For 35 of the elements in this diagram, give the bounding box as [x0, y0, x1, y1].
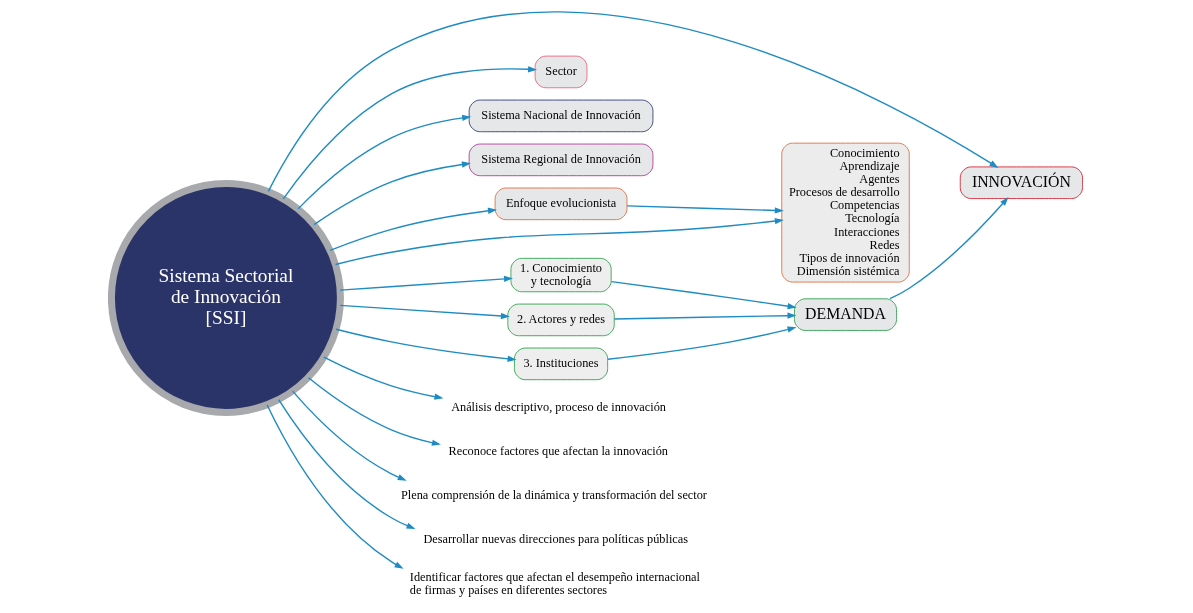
node-box: 2. Actores y redes [506, 303, 615, 337]
arrow [328, 207, 497, 252]
node-text: Reconoce factores que afectan la innovación [447, 444, 668, 459]
node-text: Desarrollar nuevas direcciones para políticas públicas [422, 531, 688, 546]
node-box: Sistema Regional de Innovación [468, 143, 653, 177]
arrow [334, 218, 784, 266]
node-box: DEMANDA [793, 298, 897, 331]
arrow [888, 196, 1009, 300]
node-box: 3. Instituciones [513, 347, 608, 381]
arrow [610, 280, 797, 310]
arrow [338, 275, 513, 291]
arrow [334, 328, 516, 362]
arrow [277, 398, 415, 530]
arrow [282, 66, 537, 200]
node-circle: Sistema Sectorial de Innovación [SSI] [107, 179, 344, 416]
arrow [312, 161, 471, 226]
node-box: 1. Conocimiento y tecnología [510, 257, 612, 293]
node-box: Conocimiento Aprendizaje Agentes Procesos de desarrollo Competencias Tecnología Interacciones Redes Tipos de innovación Dimensión sistémica [780, 142, 910, 283]
node-box: Sector [534, 55, 587, 89]
node-text: Identificar factores que afectan el desempeño internacional de firmas y países en diferentes sectores [409, 570, 700, 598]
arrow [613, 312, 796, 320]
node-text: Plena comprensión de la dinámica y transformación del sector [400, 488, 707, 503]
arrow [307, 377, 441, 446]
arrow [606, 326, 796, 360]
node-box: Sistema Nacional de Innovación [468, 99, 653, 133]
arrow [338, 304, 510, 320]
arrow [322, 356, 443, 400]
arrow [291, 390, 407, 481]
node-box: INNOVACIÓN [959, 166, 1083, 199]
arrow [296, 114, 471, 210]
arrow [267, 11, 998, 193]
arrow [265, 404, 404, 569]
node-text: Análisis descriptivo, proceso de innovación [450, 400, 666, 415]
node-box: Enfoque evolucionista [494, 187, 627, 221]
arrow [625, 205, 784, 214]
